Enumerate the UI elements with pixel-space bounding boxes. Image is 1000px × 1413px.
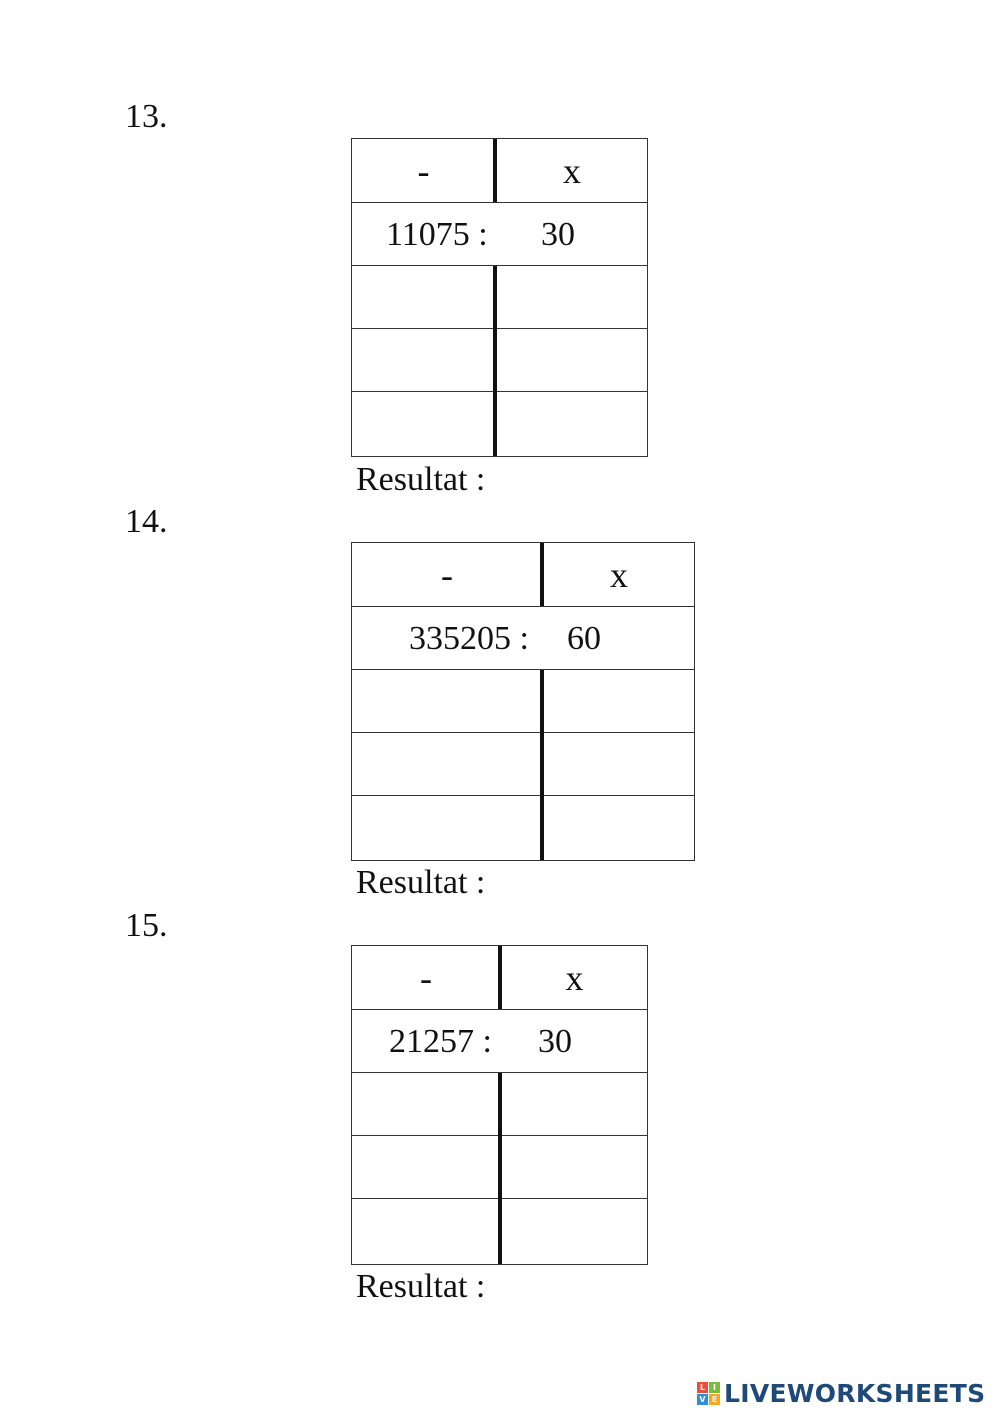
dividend: 21257 : — [389, 1022, 492, 1060]
division-table: - x 21257 : 30 — [351, 945, 648, 1265]
division-table: - x 11075 : 30 — [351, 138, 648, 457]
logo-tile: L — [697, 1382, 708, 1393]
logo-text: LIVEWORKSHEETS — [724, 1379, 986, 1408]
column-divider — [540, 543, 544, 606]
division-row: 21257 : 30 — [352, 1009, 647, 1073]
division-row: 11075 : 30 — [352, 202, 647, 266]
logo-tile: E — [709, 1394, 720, 1405]
logo-tile: V — [697, 1394, 708, 1405]
problem-number: 14. — [125, 503, 168, 540]
divisor: 30 — [538, 1022, 572, 1060]
division-table: - x 335205 : 60 — [351, 542, 695, 861]
work-row[interactable] — [352, 265, 647, 329]
column-divider — [493, 266, 497, 456]
problem-number: 15. — [125, 907, 168, 944]
liveworksheets-logo: L I V E LIVEWORKSHEETS — [697, 1379, 985, 1408]
header-row: - x — [352, 139, 647, 202]
logo-grid-icon: L I V E — [697, 1382, 720, 1405]
column-divider — [493, 139, 497, 202]
divisor: 60 — [567, 619, 601, 657]
work-row[interactable] — [352, 391, 647, 455]
logo-tile: I — [709, 1382, 720, 1393]
result-label: Resultat : — [356, 864, 486, 901]
minus-header: - — [420, 957, 432, 998]
result-label: Resultat : — [356, 1268, 486, 1305]
times-header: x — [610, 554, 628, 595]
work-row[interactable] — [352, 1072, 647, 1136]
work-row[interactable] — [352, 732, 694, 796]
minus-header: - — [441, 554, 453, 595]
work-row[interactable] — [352, 669, 694, 733]
minus-header: - — [417, 150, 430, 191]
dividend: 11075 : — [386, 215, 488, 253]
result-label: Resultat : — [356, 461, 486, 498]
dividend: 335205 : — [409, 619, 529, 657]
header-row: - x — [352, 543, 694, 606]
column-divider — [540, 670, 544, 860]
column-divider — [498, 1073, 502, 1264]
column-divider — [498, 946, 502, 1009]
times-header: x — [565, 957, 584, 998]
divisor: 30 — [541, 215, 575, 253]
problem-number: 13. — [125, 98, 168, 135]
header-row: - x — [352, 946, 647, 1009]
work-row[interactable] — [352, 328, 647, 392]
times-header: x — [563, 150, 581, 191]
work-row[interactable] — [352, 795, 694, 859]
division-row: 335205 : 60 — [352, 606, 694, 670]
